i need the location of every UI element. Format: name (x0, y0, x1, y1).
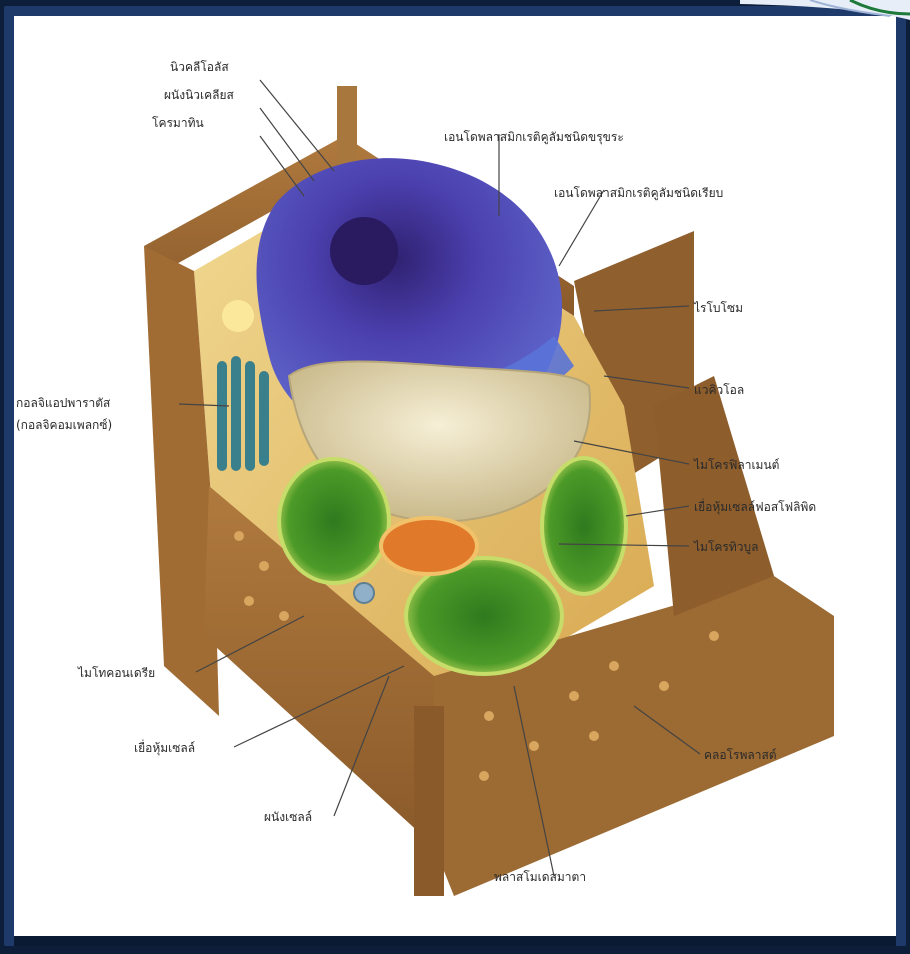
peroxisome (354, 583, 374, 603)
corner-ornament (740, 0, 910, 20)
chloroplast-left (279, 459, 389, 583)
plant-cell-diagram (14, 16, 896, 936)
label-plasmodesmata: พลาสโมเดสมาตา (494, 868, 586, 887)
label-smooth-er: เอนโดพลาสมิกเรติคูลัมชนิดเรียบ (554, 184, 723, 203)
label-mitochondria: ไมโทคอนเดรีย (78, 664, 155, 683)
cell-wall-right (654, 376, 774, 616)
label-cell-membrane: เยื่อหุ้มเซลล์ฟอสโฟลิพิด (694, 498, 816, 517)
label-golgi-2: (กอลจิคอมเพลกซ์) (16, 416, 112, 435)
chloroplast-right (542, 458, 626, 594)
label-chromatin: โครมาทิน (152, 114, 204, 133)
label-nucleolus: นิวคลีโอลัส (170, 58, 229, 77)
label-vacuole: แวคิวโอล (694, 381, 744, 400)
label-chloroplast: คลอโรพลาสต์ (704, 746, 777, 765)
label-microfilament: ไมโครฟิลาเมนต์ (694, 456, 779, 475)
wall-post-bottom (414, 706, 444, 896)
label-nuclear-envelope: ผนังนิวเคลียส (164, 86, 234, 105)
label-microtubule: ไมโครทิวบูล (694, 538, 758, 557)
diagram-panel: นิวคลีโอลัส ผนังนิวเคลียส โครมาทิน เอนโด… (14, 16, 896, 936)
label-plasma-membrane: เยื่อหุ้มเซลล์ (134, 739, 195, 758)
vesicle-yellow (222, 300, 254, 332)
label-ribosome: ไรโบโซม (694, 299, 743, 318)
bottom-band (14, 936, 896, 946)
label-rough-er: เอนโดพลาสมิกเรติคูลัมชนิดขรุขระ (444, 128, 624, 147)
label-golgi-1: กอลจิแอปพาราตัส (16, 394, 110, 413)
nucleolus (330, 217, 398, 285)
mitochondrion (381, 518, 477, 574)
label-cell-wall: ผนังเซลล์ (264, 808, 312, 827)
